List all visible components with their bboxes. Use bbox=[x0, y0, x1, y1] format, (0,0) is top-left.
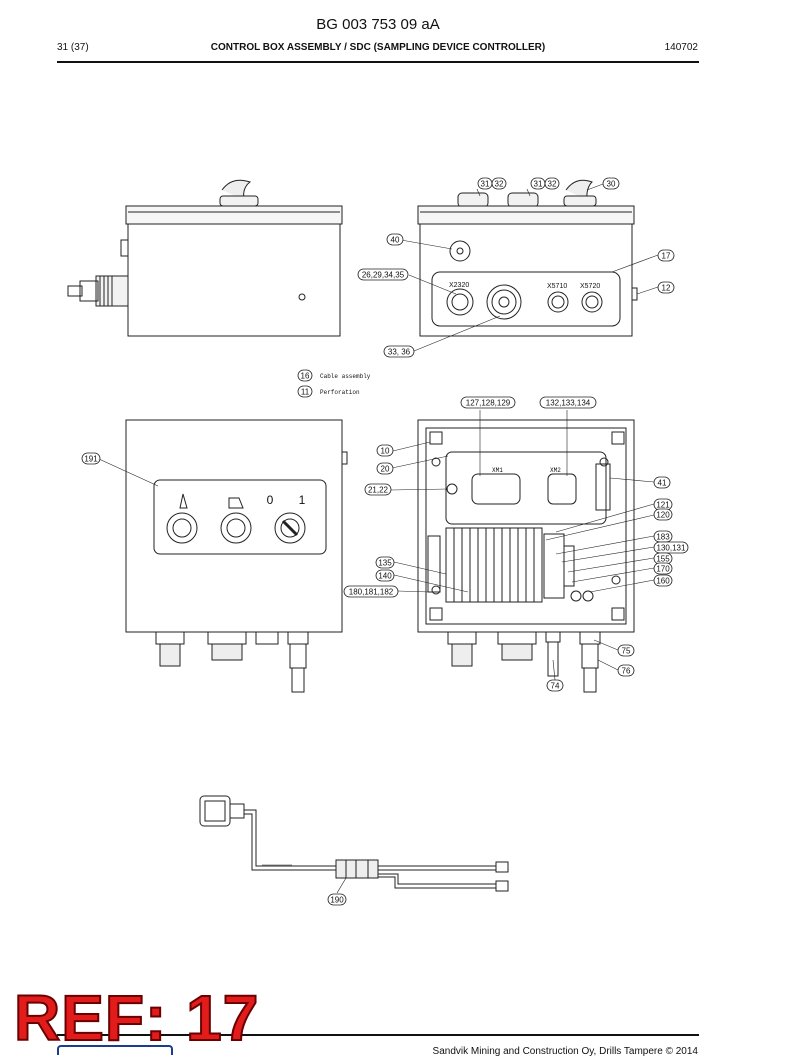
callout-17-text: 17 bbox=[662, 252, 671, 261]
callout-26-text: 26,29,34,35 bbox=[362, 271, 405, 280]
callout-132 bbox=[539, 396, 597, 409]
callout-191-text: 191 bbox=[84, 455, 98, 464]
callout-76 bbox=[617, 664, 635, 677]
callout-11 bbox=[297, 385, 313, 398]
callout-21 bbox=[364, 483, 392, 496]
callout-12-text: 12 bbox=[662, 284, 671, 293]
callout-160 bbox=[653, 574, 673, 587]
legend-perforation: Perforation bbox=[320, 389, 360, 396]
callout-130 bbox=[653, 541, 689, 554]
callout-30 bbox=[602, 177, 620, 190]
callout-140-text: 140 bbox=[378, 572, 392, 581]
callout-120 bbox=[653, 508, 673, 521]
callout-170-text: 170 bbox=[656, 565, 670, 574]
cable-assembly bbox=[199, 795, 509, 892]
callout-160-text: 160 bbox=[656, 577, 670, 586]
footer-rule bbox=[57, 1034, 699, 1036]
callout-75 bbox=[617, 644, 635, 657]
callout-20-text: 20 bbox=[381, 465, 390, 474]
callout-190-text: 190 bbox=[330, 896, 344, 905]
callout-31b-text: 31 bbox=[534, 180, 543, 189]
lid-front-view bbox=[125, 419, 348, 693]
callout-75-text: 75 bbox=[622, 647, 631, 656]
callout-41 bbox=[653, 476, 671, 489]
callout-183-text: 183 bbox=[656, 533, 670, 542]
callout-180 bbox=[343, 585, 399, 598]
callout-numbers: 31 32 31 32 30 40 17 12 26,29,34,35 33, … bbox=[84, 180, 686, 905]
callout-33-text: 33, 36 bbox=[388, 348, 411, 357]
callout-135 bbox=[375, 556, 395, 569]
callout-10 bbox=[376, 444, 394, 457]
callout-26 bbox=[357, 268, 409, 281]
label-x2320: X2320 bbox=[449, 282, 469, 289]
callout-170 bbox=[653, 562, 673, 575]
callout-132-text: 132,133,134 bbox=[546, 399, 591, 408]
callout-32b bbox=[544, 177, 560, 190]
callouts bbox=[81, 177, 689, 906]
callout-16 bbox=[297, 369, 313, 382]
callout-180-text: 180,181,182 bbox=[349, 588, 394, 597]
callout-140 bbox=[375, 569, 395, 582]
section-title: CONTROL BOX ASSEMBLY / SDC (SAMPLING DEV… bbox=[210, 42, 546, 53]
callout-40-text: 40 bbox=[391, 236, 400, 245]
callout-120-text: 120 bbox=[656, 511, 670, 520]
callout-74-text: 74 bbox=[551, 682, 560, 691]
callout-135-text: 135 bbox=[378, 559, 392, 568]
callout-76-text: 76 bbox=[622, 667, 631, 676]
callout-33 bbox=[383, 345, 415, 358]
callout-127-text: 127,128,129 bbox=[466, 399, 511, 408]
callout-30-text: 30 bbox=[607, 180, 616, 189]
callout-41-text: 41 bbox=[658, 479, 667, 488]
page-number: 31 (37) bbox=[57, 42, 89, 53]
callout-190 bbox=[327, 893, 347, 906]
document-number: BG 003 753 09 aA bbox=[316, 16, 440, 33]
callout-191 bbox=[81, 452, 101, 465]
label-xm2: XM2 bbox=[550, 467, 561, 474]
callout-127 bbox=[460, 396, 516, 409]
switch-label-1: 1 bbox=[299, 493, 306, 507]
label-xm1: XM1 bbox=[492, 467, 503, 474]
date-code: 140702 bbox=[664, 42, 698, 53]
callout-17 bbox=[657, 249, 675, 262]
leader-lines bbox=[98, 183, 659, 894]
callout-130-text: 130,131 bbox=[657, 544, 686, 553]
callout-20 bbox=[376, 462, 394, 475]
callout-12 bbox=[657, 281, 675, 294]
callout-32b-text: 32 bbox=[548, 180, 557, 189]
side-view bbox=[67, 179, 343, 337]
callout-32a bbox=[491, 177, 507, 190]
label-x5720: X5720 bbox=[580, 283, 600, 290]
legend-cable-assembly: Cable assembly bbox=[320, 373, 371, 380]
callout-10-text: 10 bbox=[381, 447, 390, 456]
callout-31a-text: 31 bbox=[481, 180, 490, 189]
connector-face-view bbox=[417, 179, 638, 337]
callout-40 bbox=[386, 233, 404, 246]
copyright-notice: Sandvik Mining and Construction Oy, Dril… bbox=[432, 1046, 698, 1057]
callout-16-text: 16 bbox=[301, 372, 310, 381]
ref-stamp: REF: 17 bbox=[13, 982, 260, 1054]
callout-11-text: 11 bbox=[301, 388, 310, 397]
callout-74 bbox=[546, 679, 564, 692]
callout-121-text: 121 bbox=[656, 501, 670, 510]
callout-32a-text: 32 bbox=[495, 180, 504, 189]
brand-logo-strip bbox=[57, 1045, 173, 1055]
drawing-labels: X2320 X5710 X5720 Cable assembly Perfora… bbox=[267, 282, 601, 507]
header-rule bbox=[57, 61, 699, 63]
switch-label-0: 0 bbox=[267, 493, 274, 507]
callout-21-text: 21,22 bbox=[368, 486, 389, 495]
callout-155-text: 155 bbox=[656, 555, 670, 564]
inside-view bbox=[417, 419, 635, 693]
label-x5710: X5710 bbox=[547, 283, 567, 290]
